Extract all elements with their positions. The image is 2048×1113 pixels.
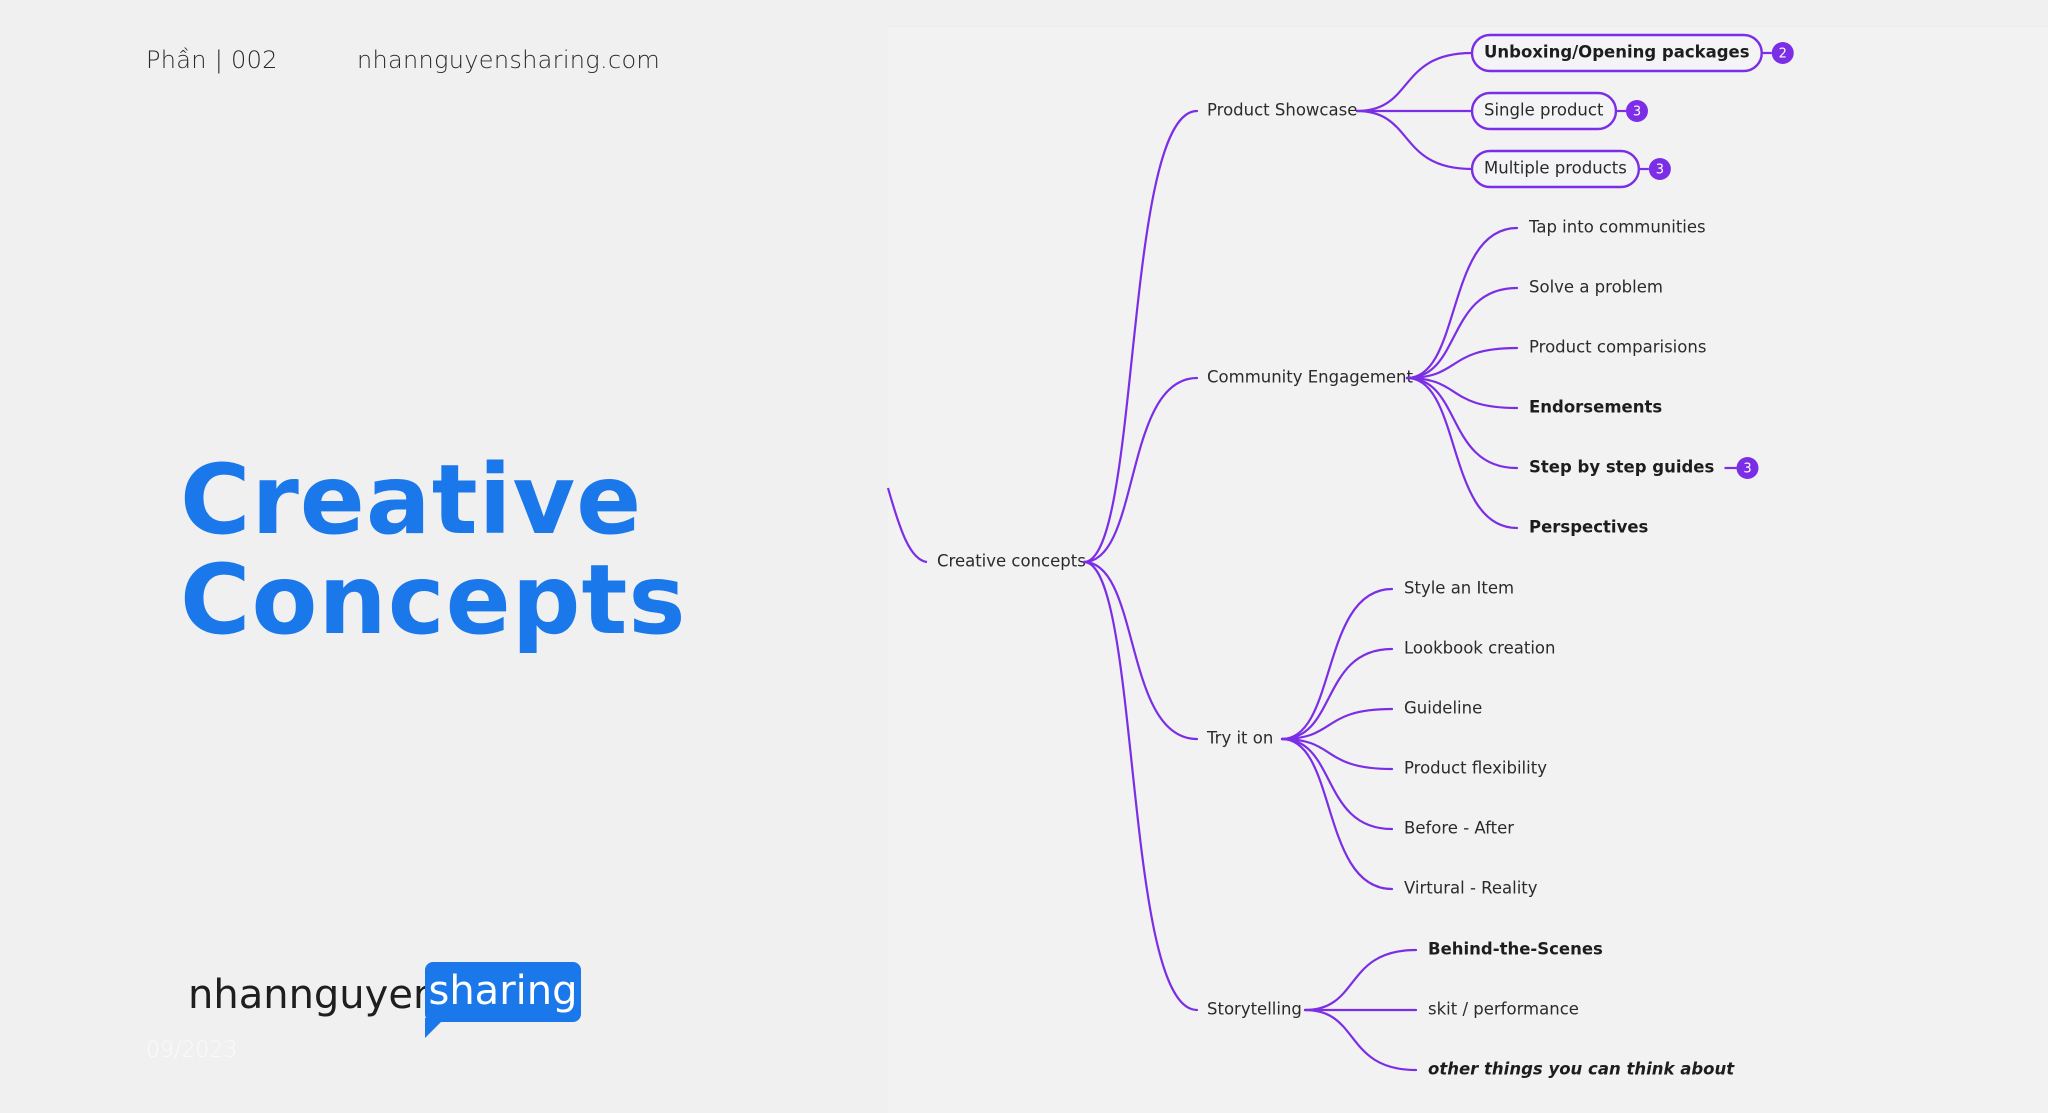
mindmap-panel <box>887 27 2048 1113</box>
page-title: Creative Concepts <box>180 450 687 650</box>
leaf-connector <box>1280 737 1394 771</box>
leaf-connector <box>1405 286 1519 380</box>
leaf-connector <box>1280 587 1394 741</box>
leaf-connector <box>1280 737 1394 891</box>
leaf-node[interactable]: Step by step guides <box>1529 458 1714 477</box>
count-badge <box>1771 42 1794 64</box>
leaf-node[interactable]: Guideline <box>1404 699 1482 718</box>
leaf-connector <box>1280 707 1394 741</box>
leaf-node[interactable]: Tap into communities <box>1528 218 1706 237</box>
title-line-2: Concepts <box>180 544 687 656</box>
leaf-node[interactable]: Virtural - Reality <box>1404 879 1538 898</box>
leaf-node[interactable]: Multiple products <box>1484 159 1627 178</box>
branch-node[interactable]: Storytelling <box>1207 1000 1302 1019</box>
leaf-node[interactable]: Unboxing/Opening packages <box>1484 43 1750 62</box>
website-label: nhannguyensharing.com <box>357 46 661 74</box>
leaf-node[interactable]: Product flexibility <box>1404 759 1547 778</box>
leaf-connector <box>1405 376 1519 470</box>
leaf-connector <box>1405 376 1519 530</box>
leaf-connector <box>1280 647 1394 741</box>
count-badge-label: 3 <box>1656 163 1664 178</box>
speech-bubble-tail-icon <box>425 1018 445 1038</box>
leaf-connector <box>1405 226 1519 380</box>
count-badge <box>1625 100 1648 122</box>
leaf-connector <box>1303 948 1418 1012</box>
date-label: 09/2023 <box>146 1038 238 1063</box>
branch-connector <box>1082 560 1199 1012</box>
branch-connector <box>1082 560 1199 741</box>
branch-connector <box>1082 376 1199 564</box>
title-line-1: Creative <box>180 444 643 556</box>
leaf-node[interactable]: Before - After <box>1404 819 1514 838</box>
leaf-node[interactable]: Perspectives <box>1529 518 1649 537</box>
count-badge-label: 3 <box>1743 462 1751 477</box>
branch-node[interactable]: Try it on <box>1206 729 1273 748</box>
count-badge <box>1648 158 1671 180</box>
leaf-connector <box>1405 376 1519 410</box>
logo-badge: sharing <box>425 962 581 1022</box>
leaf-node[interactable]: Lookbook creation <box>1404 639 1555 658</box>
count-badge <box>1736 457 1759 479</box>
leaf-connector <box>1355 109 1474 171</box>
count-badge-label: 2 <box>1779 47 1787 62</box>
leaf-node[interactable]: Endorsements <box>1529 398 1662 417</box>
leaf-connector <box>1355 51 1474 113</box>
section-label: Phần | 002 <box>146 46 278 74</box>
root-incoming-line <box>886 487 928 564</box>
leaf-node[interactable]: Single product <box>1484 101 1604 120</box>
leaf-connector <box>1303 1008 1418 1072</box>
leaf-node[interactable]: skit / performance <box>1428 1000 1579 1019</box>
root-node[interactable]: Creative concepts <box>937 552 1086 571</box>
leaf-connector <box>1280 737 1394 831</box>
leaf-node[interactable]: Behind-the-Scenes <box>1428 940 1603 959</box>
leaf-node[interactable]: Product comparisions <box>1529 338 1706 357</box>
leaf-node[interactable]: Solve a problem <box>1529 278 1663 297</box>
branch-node[interactable]: Community Engagement <box>1207 368 1414 387</box>
count-badge-label: 3 <box>1633 105 1641 120</box>
branch-node[interactable]: Product Showcase <box>1207 101 1357 120</box>
leaf-node[interactable]: other things you can think about <box>1428 1060 1735 1079</box>
leaf-connector <box>1405 346 1519 380</box>
leaf-node[interactable]: Style an Item <box>1404 579 1514 598</box>
branch-connector <box>1082 109 1199 564</box>
logo-text: nhannguyen <box>188 972 439 1018</box>
